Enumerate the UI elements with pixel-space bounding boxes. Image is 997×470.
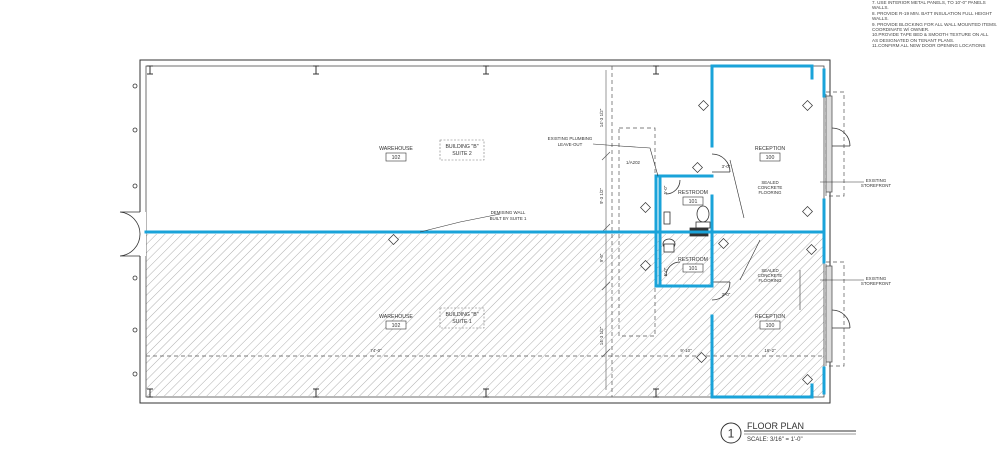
storefront-note: EXISTING: [866, 178, 887, 183]
storefront-note: EXISTING: [866, 276, 887, 281]
dimension-text: 9'-10": [680, 348, 692, 353]
room-number: 102: [392, 155, 401, 161]
dimension-text: 9'-6": [599, 253, 604, 262]
demising-note: BUILT BY SUITE 1: [490, 216, 527, 221]
storefront-doors: [831, 127, 851, 329]
room-name: WAREHOUSE: [379, 314, 413, 320]
flooring-note: FLOORING: [759, 278, 783, 283]
west-double-door: [119, 211, 146, 257]
dimension-text: 16'-2": [764, 348, 776, 353]
suite-label: SUITE 2: [452, 151, 472, 157]
room-number: 100: [766, 155, 775, 161]
flooring-note: CONCRETE: [758, 273, 783, 278]
note-line: 9. PROVIDE BLOCKING FOR ALL WALL MOUNTED…: [872, 21, 997, 27]
room-number: 101: [689, 199, 698, 205]
general-notes: 7. USE INTERIOR METAL PANELS, TO 10'-0" …: [872, 0, 997, 49]
dimension-text: 5'-0": [663, 267, 668, 276]
room-name: RESTROOM: [678, 257, 708, 263]
west-wall-marks: [132, 83, 138, 377]
flooring-note: SEALED: [761, 268, 778, 273]
columns: [147, 65, 659, 398]
drawing-title: FLOOR PLAN: [747, 421, 804, 431]
diamond-symbols: [388, 100, 817, 385]
suite-label: SUITE 1: [452, 319, 472, 325]
dimension-text: 9'-3 1/2": [599, 188, 604, 205]
note-line: AS DESIGNATED ON TENANT PLANS.: [872, 37, 955, 43]
room-number: 102: [392, 323, 401, 329]
dimension-text: 3'-0": [722, 164, 731, 169]
storefront-note: STOREFRONT: [861, 281, 891, 286]
dimension-text: 74'-0": [370, 348, 382, 353]
room-number: 101: [689, 266, 698, 272]
new-walls: [144, 64, 826, 399]
dimension-text: 14'-3 1/2": [599, 108, 604, 127]
flooring-note: SEALED: [761, 180, 778, 185]
plumbing-note: LEAVE-OUT: [558, 142, 583, 147]
hatched-suite-1: [146, 234, 824, 396]
drawing-scale: SCALE: 3/16" = 1'-0": [747, 437, 803, 443]
note-line: 8. PROVIDE R-19 MIN. BATT INSULATION FUL…: [872, 10, 993, 16]
room-number: 100: [766, 323, 775, 329]
note-line: 11.CONFIRM ALL NEW DOOR OPENING LOCATION…: [872, 43, 986, 49]
room-name: RECEPTION: [755, 314, 786, 320]
note-line: WALLS.: [872, 16, 889, 22]
building-label: BUILDING "B": [445, 144, 478, 150]
dimension-lines: [601, 70, 611, 390]
dimension-text: 3'-0": [722, 292, 731, 297]
note-line: 10.PROVIDE TAPE BED & SMOOTH TEXTURE ON …: [872, 32, 989, 38]
building-tag-boxes: [439, 139, 485, 329]
flooring-note: CONCRETE: [758, 185, 783, 190]
title-block: [720, 422, 856, 444]
detail-bubble: [720, 422, 742, 444]
note-line: 7. USE INTERIOR METAL PANELS, TO 10'-0" …: [872, 0, 986, 5]
detail-number: 1: [728, 427, 735, 441]
storefront-note: STOREFRONT: [861, 183, 891, 188]
dimension-text: 5'-0": [663, 185, 668, 194]
storefront-wall: [825, 95, 833, 363]
dimension-text: 14'-3 1/2": [599, 326, 604, 345]
demising-note: DEMISING WALL: [491, 210, 526, 215]
room-name: WAREHOUSE: [379, 146, 413, 152]
room-name: RECEPTION: [755, 146, 786, 152]
room-name: RESTROOM: [678, 190, 708, 196]
interior-doors: [665, 153, 731, 301]
note-line: WALLS.: [872, 5, 889, 11]
detail-reference: 1/A202: [626, 160, 640, 165]
flooring-note: FLOORING: [759, 190, 783, 195]
plumbing-note: EXISTING PLUMBING: [548, 136, 593, 141]
leader-lines: [419, 143, 864, 310]
building-label: BUILDING "B": [445, 312, 478, 318]
room-tag-boxes: [385, 152, 781, 330]
note-line: COORDINATE W/ OWNER.: [872, 27, 930, 33]
